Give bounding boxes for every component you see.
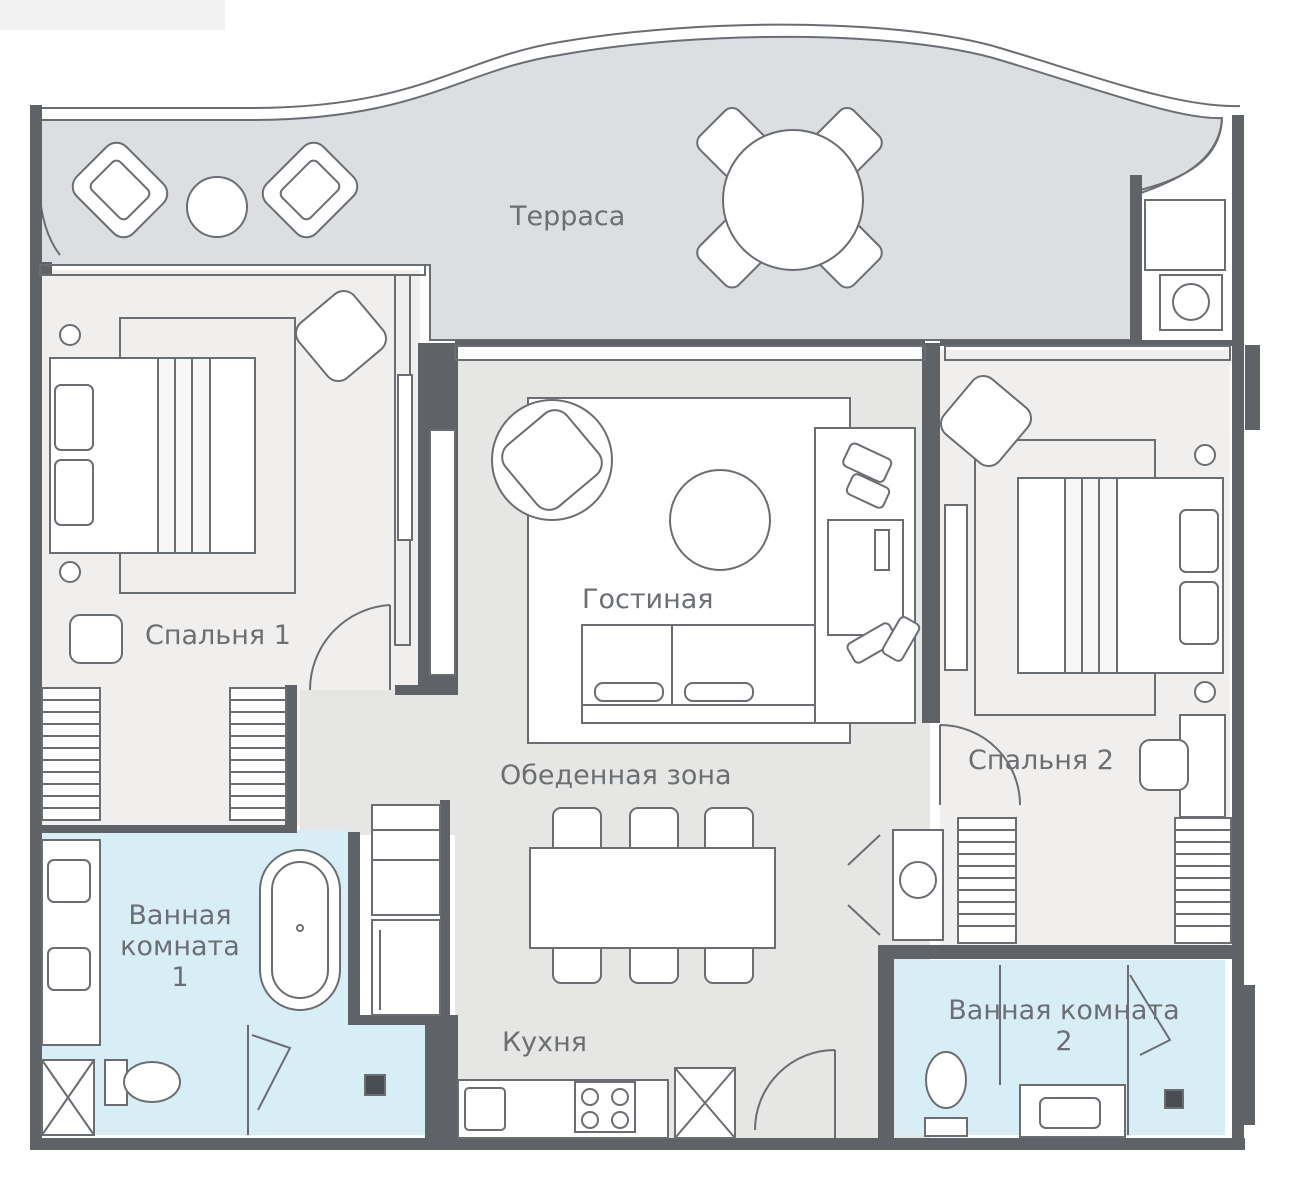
living-sofa-bottom [581, 624, 816, 724]
kitchen-counter [457, 1067, 736, 1139]
bedroom1-nightstands [59, 324, 81, 583]
terrace-label: Терраса [510, 201, 626, 232]
entrance-door [754, 1049, 836, 1138]
header-strip [0, 0, 225, 30]
bedroom1-label: Спальня 1 [145, 620, 291, 651]
bedroom1-wardrobe-right [229, 687, 287, 821]
living-label: Гостиная [582, 584, 714, 615]
bedroom2-chair [1139, 739, 1189, 791]
bathtub [259, 849, 341, 1011]
bath2-toilet [924, 1051, 968, 1137]
bedroom2-door [939, 724, 1021, 806]
terrace-dining-set [696, 106, 883, 289]
bedroom2-bed [1017, 477, 1224, 674]
bedroom2-tv-console [944, 504, 968, 671]
kitchen-fridge [371, 804, 441, 1016]
bedroom2-wardrobe-right [1174, 817, 1232, 944]
bath2-shower [999, 965, 1184, 1135]
dining-label: Обеденная зона [500, 760, 732, 791]
terrace-right-curve [1139, 119, 1223, 191]
bath1-cabinet [41, 1059, 95, 1136]
bedroom1-tv-console [397, 374, 413, 541]
bath1-toilet [104, 1059, 181, 1106]
hall-washer [892, 829, 944, 941]
terrace-washer [1144, 199, 1226, 331]
kitchen-label: Кухня [502, 1027, 588, 1058]
bath2-sink [1019, 1084, 1126, 1138]
living-armchair [491, 399, 613, 521]
bedroom2-nightstands [1194, 444, 1216, 703]
bath1-shower [247, 1025, 386, 1135]
bath2-label: Ванная комната 2 [948, 995, 1180, 1058]
living-sofa-right [814, 427, 921, 724]
terrace-side-table [186, 176, 248, 238]
terrace-outer-curve [30, 23, 1241, 109]
bedroom2-wardrobe-left [957, 817, 1017, 944]
bedroom1-door [308, 604, 391, 691]
bedroom2-armchair [940, 375, 1032, 467]
bedroom1-bed [49, 357, 256, 554]
bath1-sinks [41, 839, 101, 1046]
bedroom2-label: Спальня 2 [968, 745, 1114, 776]
bedroom1-armchair [295, 290, 387, 382]
dining-set [529, 807, 776, 984]
terrace-armchair-right [261, 141, 359, 239]
bath1-shower-area [245, 1020, 425, 1135]
living-tv-console [429, 429, 456, 676]
bedroom1-chair [69, 614, 123, 664]
bath1-label: Ванная комната 1 [120, 900, 240, 994]
coffee-table [669, 469, 771, 571]
closet-doors [847, 834, 881, 936]
bedroom1-wardrobe-left [41, 687, 101, 821]
terrace-armchair-left [71, 141, 169, 239]
